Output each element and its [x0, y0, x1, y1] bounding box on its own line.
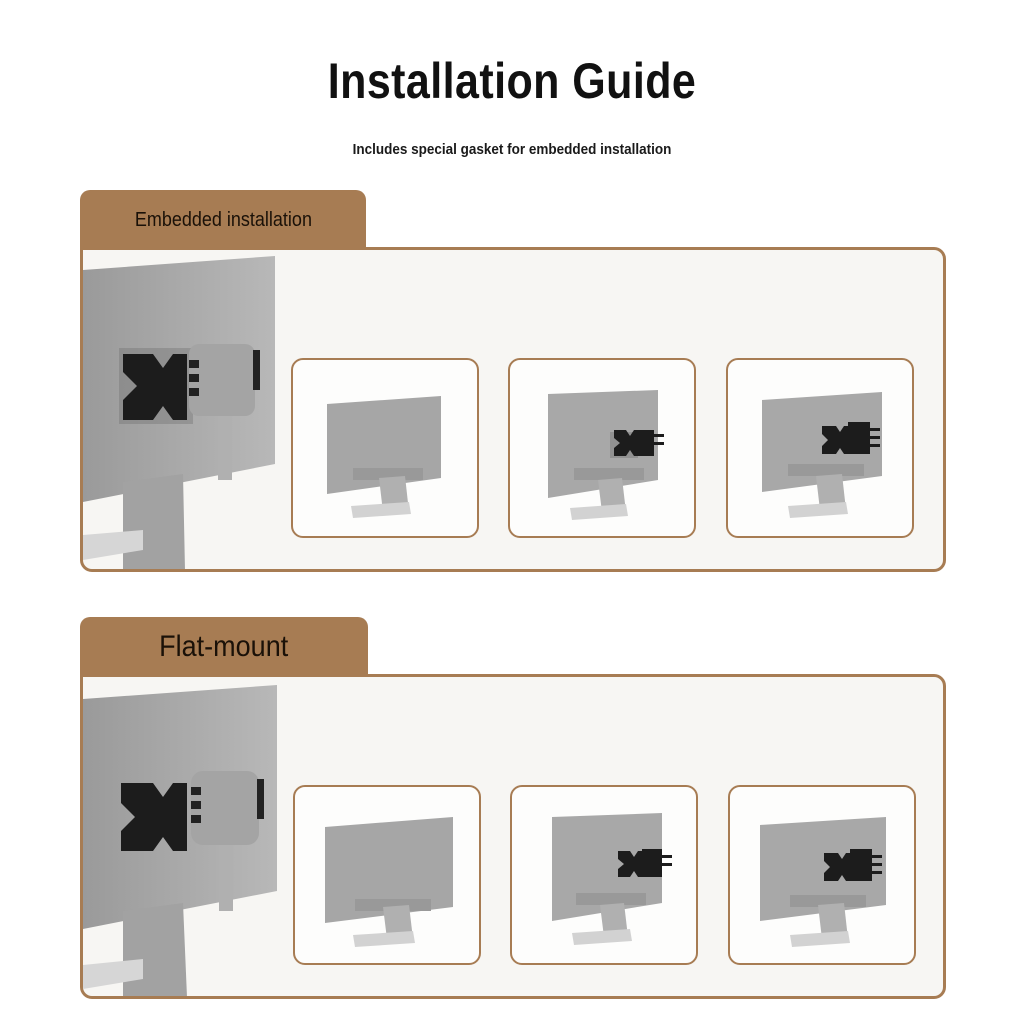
section-panel: [80, 247, 946, 572]
page-title: Installation Guide: [327, 53, 697, 109]
hero-image: [83, 250, 283, 569]
step-card-1: [293, 785, 481, 965]
section-label: Embedded installation: [134, 208, 312, 231]
step-card-2: [510, 785, 698, 965]
step-card-1: [291, 358, 479, 538]
page-subtitle: Includes special gasket for embedded ins…: [352, 141, 672, 158]
step-card-3: [726, 358, 914, 538]
section-flat-mount: Flat-mount: [80, 617, 946, 999]
section-tab: Embedded installation: [80, 190, 366, 250]
bracket-icon: [121, 783, 187, 851]
section-panel: [80, 674, 946, 999]
hero-image: [83, 677, 283, 996]
section-tab: Flat-mount: [80, 617, 368, 677]
step-card-3: [728, 785, 916, 965]
section-embedded: Embedded installation: [80, 190, 946, 572]
step-card-2: [508, 358, 696, 538]
bracket-icon: [123, 354, 187, 420]
section-label: Flat-mount: [159, 630, 289, 663]
